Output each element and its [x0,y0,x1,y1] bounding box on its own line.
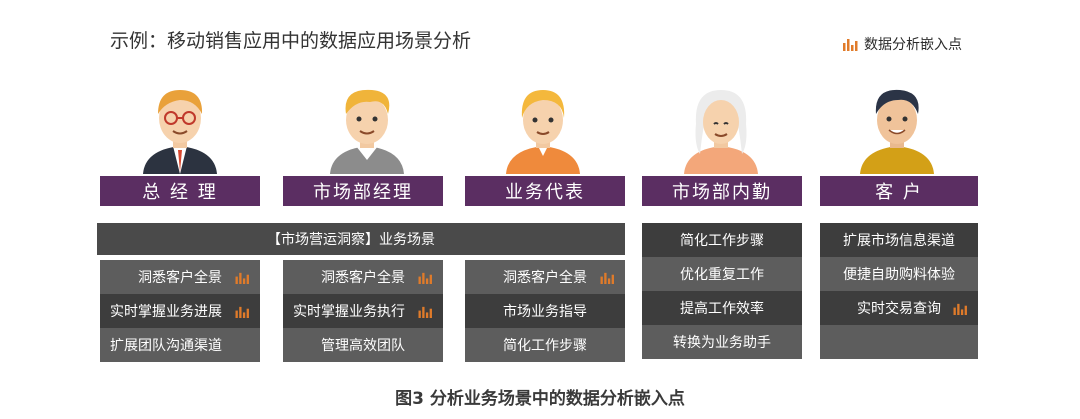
scenario-item: 洞悉客户全景 [100,260,260,294]
scenario-item: 扩展团队沟通渠道 [100,328,260,362]
role-column-sales-rep: 洞悉客户全景 市场业务指导 简化工作步骤 [465,260,625,362]
role-column-general-manager: 洞悉客户全景 实时掌握业务进展 扩展团队沟通渠道 [100,260,260,362]
bar-chart-icon [235,272,249,284]
male-glasses-avatar [143,90,217,174]
scenario-item: 市场业务指导 [465,294,625,328]
scenario-item: 简化工作步骤 [465,328,625,362]
scenario-item: 转换为业务助手 [642,325,802,359]
role-header-marketing-manager: 市场部经理 [283,176,443,206]
scenario-text: 洞悉客户全景 [321,270,405,286]
scenario-item-empty [820,325,978,359]
scenario-text: 实时掌握业务进展 [110,304,222,320]
scenario-item: 优化重复工作 [642,257,802,291]
female-orange-avatar [506,90,580,174]
scenario-text: 简化工作步骤 [680,233,764,249]
scenario-text: 简化工作步骤 [503,338,587,354]
scenario-item: 简化工作步骤 [642,223,802,257]
female-white-hair-avatar [684,90,758,174]
scenario-text: 实时交易查询 [857,301,941,317]
scenario-item: 扩展市场信息渠道 [820,223,978,257]
scenario-text: 市场业务指导 [503,304,587,320]
legend: 数据分析嵌入点 [842,34,962,54]
scenario-text: 优化重复工作 [680,267,764,283]
role-header-sales-rep: 业务代表 [465,176,625,206]
role-column-marketing-admin: 简化工作步骤 优化重复工作 提高工作效率 转换为业务助手 [642,223,802,359]
role-header-general-manager: 总 经 理 [100,176,260,206]
scenario-item: 洞悉客户全景 [465,260,625,294]
bar-chart-icon [418,272,432,284]
scenario-item: 实时交易查询 [820,291,978,325]
bar-chart-icon [843,39,858,51]
role-column-marketing-manager: 洞悉客户全景 实时掌握业务执行 管理高效团队 [283,260,443,362]
page-title: 示例：移动销售应用中的数据应用场景分析 [110,30,472,52]
scenario-text: 扩展市场信息渠道 [843,233,955,249]
figure-caption: 图3 分析业务场景中的数据分析嵌入点 [395,389,685,409]
bar-chart-icon [418,306,432,318]
male-blond-avatar [330,89,404,174]
scenario-item: 洞悉客户全景 [283,260,443,294]
scenario-text: 洞悉客户全景 [503,270,587,286]
scenario-text: 实时掌握业务执行 [293,304,405,320]
scenario-item: 便捷自助购料体验 [820,257,978,291]
role-header-marketing-admin: 市场部内勤 [642,176,802,206]
scenario-item: 实时掌握业务进展 [100,294,260,328]
scenario-text: 管理高效团队 [321,338,405,354]
scenario-banner: 【市场营运洞察】业务场景 [97,223,625,255]
scenario-text: 洞悉客户全景 [138,270,222,286]
male-dark-hair-avatar [860,89,934,174]
scenario-item: 提高工作效率 [642,291,802,325]
bar-chart-icon [953,303,967,315]
bar-chart-icon [235,306,249,318]
bar-chart-icon [600,272,614,284]
scenario-item: 实时掌握业务执行 [283,294,443,328]
scenario-text: 扩展团队沟通渠道 [110,338,222,354]
scenario-text: 提高工作效率 [680,301,764,317]
scenario-text: 转换为业务助手 [673,335,771,351]
role-header-customer: 客 户 [820,176,978,206]
role-column-customer: 扩展市场信息渠道 便捷自助购料体验 实时交易查询 [820,223,978,359]
scenario-text: 便捷自助购料体验 [843,267,955,283]
scenario-item: 管理高效团队 [283,328,443,362]
legend-label: 数据分析嵌入点 [864,37,962,53]
